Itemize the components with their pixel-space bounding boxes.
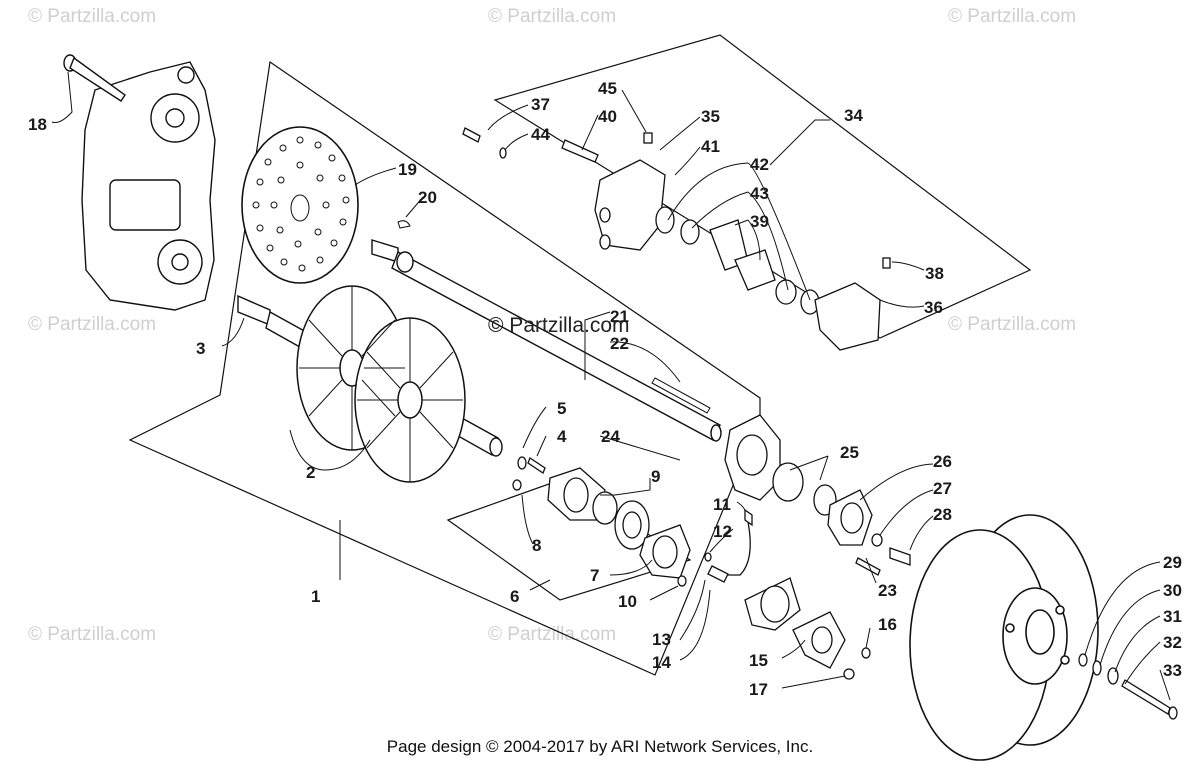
callout-30: 30 — [1163, 581, 1182, 600]
callout-43: 43 — [750, 184, 769, 203]
callout-45: 45 — [598, 79, 617, 98]
bolt-18 — [63, 54, 126, 102]
callout-21: 21 — [610, 307, 629, 326]
callout-26: 26 — [933, 452, 952, 471]
callout-27: 27 — [933, 479, 952, 498]
group-frame-6 — [446, 479, 692, 601]
callout-10: 10 — [618, 592, 637, 611]
callout-17: 17 — [749, 680, 768, 699]
callout-25: 25 — [840, 443, 859, 462]
callout-23: 23 — [878, 581, 897, 600]
callout-35: 35 — [701, 107, 720, 126]
callout-34: 34 — [844, 106, 863, 125]
callout-22: 22 — [610, 334, 629, 353]
chaincase-housing — [81, 61, 216, 311]
woodruff-key — [397, 220, 411, 229]
callout-33: 33 — [1163, 661, 1182, 680]
callout-16: 16 — [878, 615, 897, 634]
callout-11: 11 — [713, 495, 731, 514]
callout-3: 3 — [196, 339, 205, 358]
callout-14: 14 — [652, 653, 671, 672]
callout-42: 42 — [750, 155, 769, 174]
callout-40: 40 — [598, 107, 617, 126]
callout-39: 39 — [750, 212, 769, 231]
callout-8: 8 — [532, 536, 541, 555]
callout-19: 19 — [398, 160, 417, 179]
callout-36: 36 — [924, 298, 943, 317]
watermark-mid-left: © Partzilla.com — [28, 314, 156, 335]
callout-6: 6 — [510, 587, 519, 606]
watermark-bottom-center: © Partzilla.com — [488, 624, 616, 645]
watermark-top-right: © Partzilla.com — [948, 6, 1076, 27]
callout-31: 31 — [1163, 607, 1182, 626]
callouts: 18 19 20 3 2 21 22 5 4 24 9 8 7 10 6 1 1… — [28, 79, 1182, 699]
callout-41: 41 — [701, 137, 720, 156]
callout-38: 38 — [925, 264, 944, 283]
callout-13: 13 — [652, 630, 671, 649]
leader-lines — [51, 71, 1171, 701]
brake-disc — [241, 126, 359, 284]
callout-2: 2 — [306, 463, 315, 482]
callout-7: 7 — [590, 566, 599, 585]
bearing-housing-right — [724, 414, 911, 576]
callout-24: 24 — [601, 427, 620, 446]
callout-44: 44 — [531, 125, 550, 144]
driven-clutch — [909, 514, 1099, 761]
brake-caliper — [462, 127, 891, 351]
group-frame-1 — [128, 60, 761, 676]
callout-37: 37 — [531, 95, 550, 114]
callout-28: 28 — [933, 505, 952, 524]
callout-29: 29 — [1163, 553, 1182, 572]
callout-12: 12 — [713, 522, 732, 541]
callout-5: 5 — [557, 399, 566, 418]
callout-18: 18 — [28, 115, 47, 134]
center-watermark: © Partzilla.com — [488, 314, 630, 337]
driven-hardware — [1078, 653, 1178, 720]
jackshaft — [371, 239, 722, 442]
drive-sprockets — [296, 285, 466, 483]
callout-15: 15 — [749, 651, 768, 670]
shaft-key — [651, 377, 711, 414]
page-footer: Page design © 2004-2017 by ARI Network S… — [386, 737, 814, 756]
callout-4: 4 — [557, 427, 567, 446]
bearing-flange-left — [512, 456, 691, 587]
watermark-top-center: © Partzilla.com — [488, 6, 616, 27]
callout-32: 32 — [1163, 633, 1182, 652]
watermark-bottom-left: © Partzilla.com — [28, 624, 156, 645]
watermark-mid-right: © Partzilla.com — [948, 314, 1076, 335]
watermark-top-left: © Partzilla.com — [28, 6, 156, 27]
speed-sensor-parts — [704, 508, 871, 680]
callout-1: 1 — [311, 587, 320, 606]
callout-20: 20 — [418, 188, 437, 207]
callout-9: 9 — [651, 467, 660, 486]
